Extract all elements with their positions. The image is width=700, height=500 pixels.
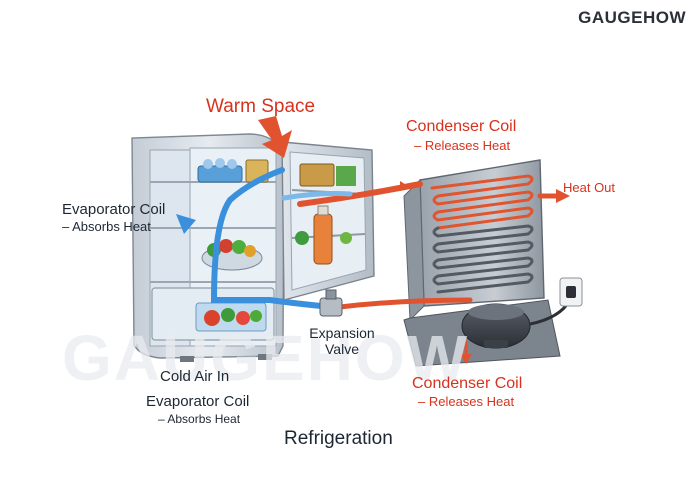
evaporator-coil-bottom-title: Evaporator Coil [146, 393, 250, 410]
flow-arrows [176, 116, 570, 364]
condenser-coil-bottom-subtitle: – Releases Heat [418, 394, 515, 409]
evaporator-coil-left-subtitle: – Absorbs Heat [62, 219, 151, 234]
evaporator-coil-left-title: Evaporator Coil [62, 201, 166, 218]
expansion-valve-line2: Valve [325, 341, 359, 358]
power-plug [529, 277, 583, 326]
heat-out-label: Heat Out [563, 180, 616, 195]
expansion-valve-line1: Expansion [309, 325, 375, 341]
cold-air-in-label: Cold Air In [160, 368, 230, 385]
condenser-coil-bottom-title: Condenser Coil [412, 375, 523, 392]
heat-out-arrow [556, 189, 570, 203]
condenser-coil-top-subtitle: – Releases Heat [414, 138, 511, 153]
evaporator-coil-bottom-subtitle: – Absorbs Heat [158, 412, 241, 426]
condenser-coil-top-title: Condenser Coil [406, 118, 517, 135]
warm-space-arrow [258, 116, 292, 158]
condenser-coil [430, 174, 534, 294]
cold-refrigerant-pipes [210, 167, 353, 309]
warm-space-label: Warm Space [206, 96, 316, 117]
fridge-door [281, 141, 375, 301]
cold-air-arrow [176, 214, 196, 234]
brand-logo: GAUGEHOW [578, 8, 686, 27]
compressor [461, 303, 531, 349]
expansion-valve-label: Expansion Valve [303, 325, 381, 357]
drain-arrow [460, 354, 472, 364]
pipe-arrow-hot [400, 181, 408, 191]
watermark-text: GAUGEHOW [62, 322, 470, 394]
expansion-valve [319, 289, 343, 317]
diagram-caption: Refrigeration [284, 428, 393, 449]
